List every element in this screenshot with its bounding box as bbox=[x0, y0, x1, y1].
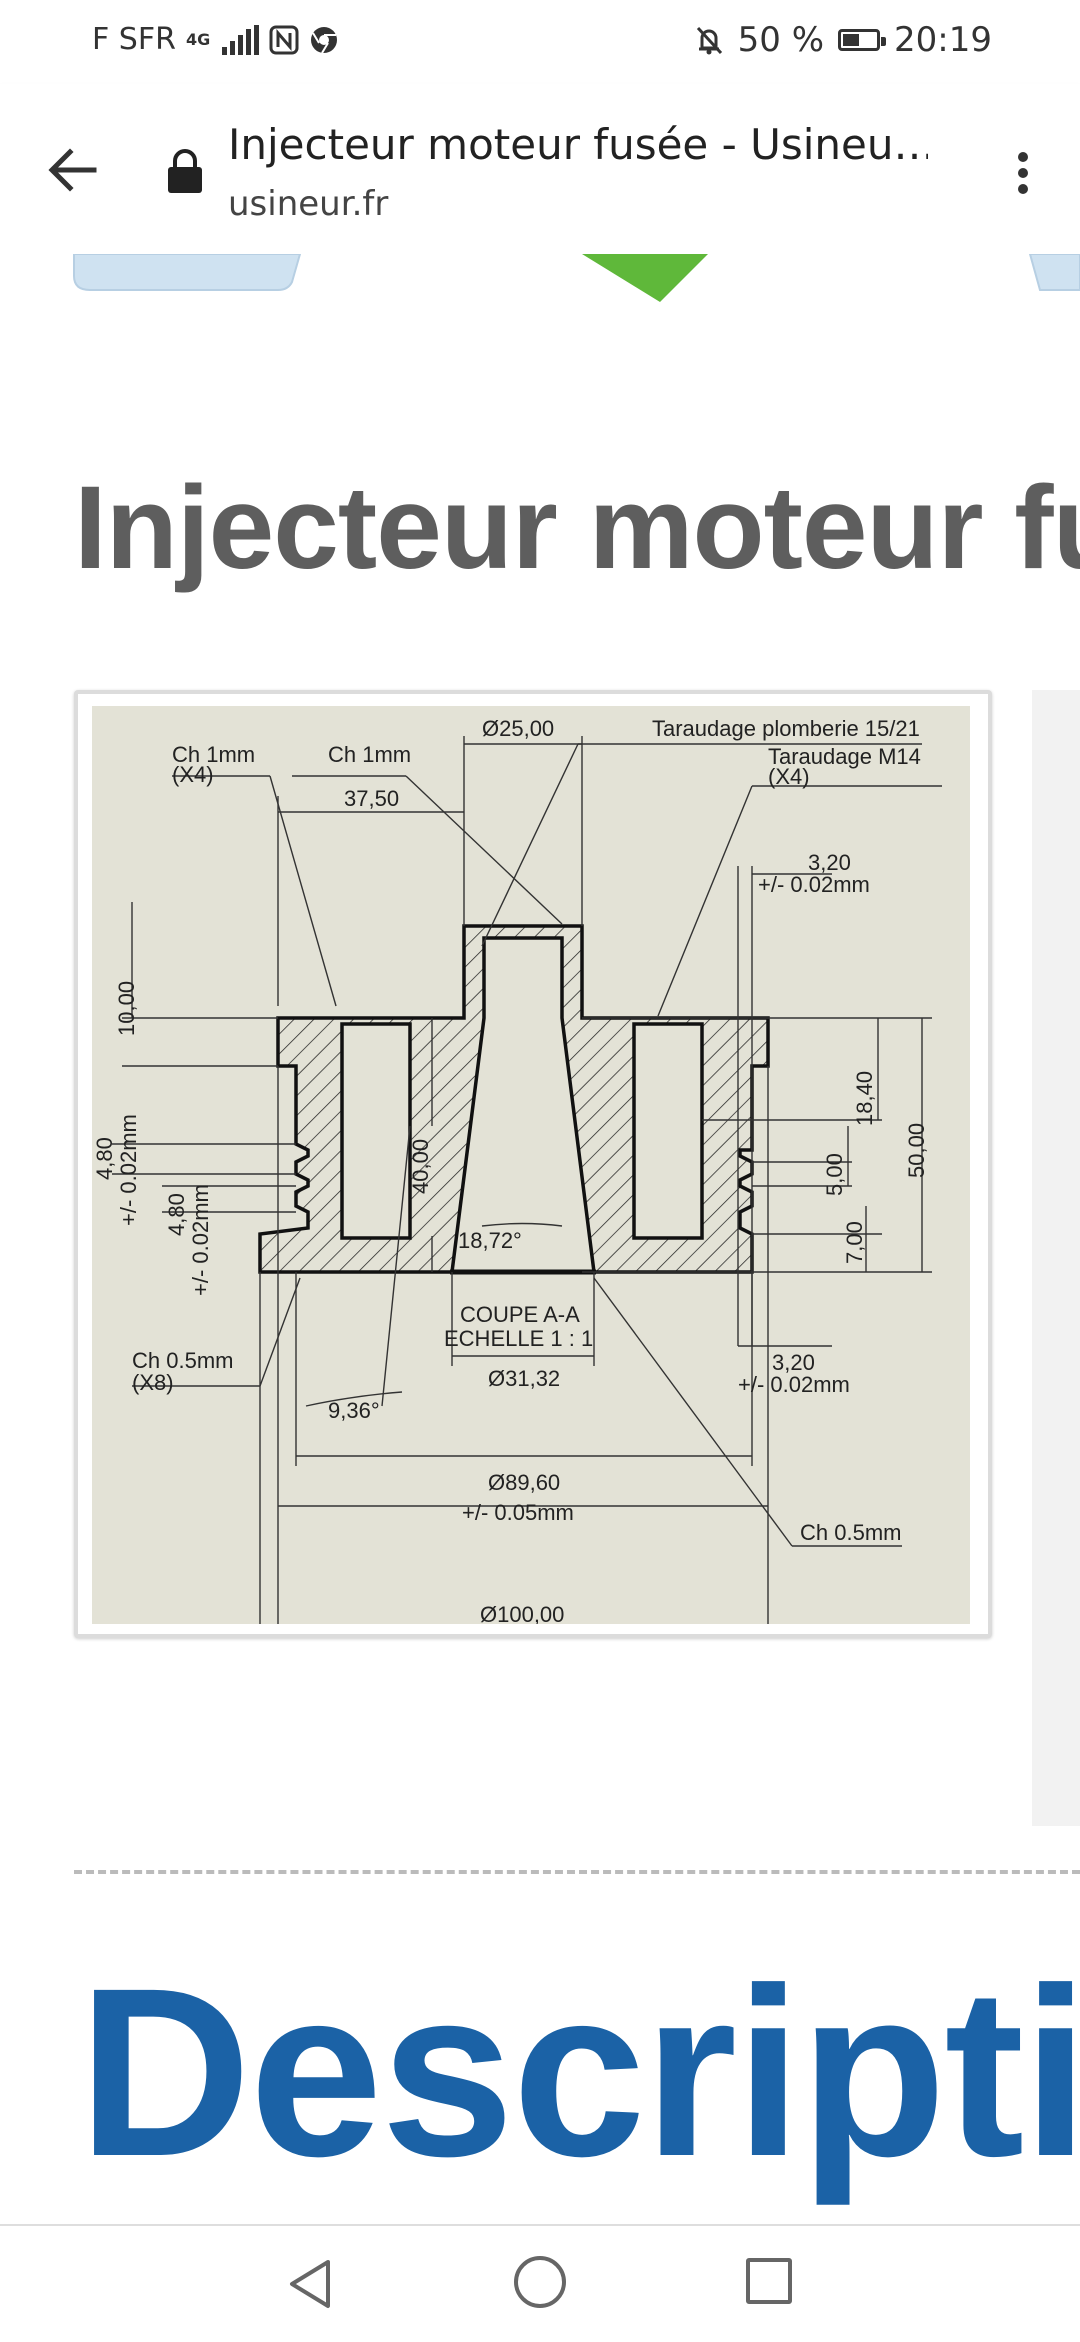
clock: 20:19 bbox=[894, 20, 992, 60]
dimension-lines bbox=[112, 736, 942, 1706]
label-taraudage-m14-x: (X4) bbox=[768, 764, 810, 789]
label-d100: Ø100,00 bbox=[480, 1602, 564, 1624]
page-content: Injecteur moteur fu bbox=[0, 254, 1080, 2224]
page-title[interactable]: Injecteur moteur fusée - Usineu… bbox=[228, 120, 928, 169]
battery-percent: 50 % bbox=[737, 20, 825, 60]
status-right: 50 % 20:19 bbox=[694, 20, 992, 60]
lock-icon[interactable] bbox=[166, 148, 204, 194]
page-url[interactable]: usineur.fr bbox=[228, 184, 389, 224]
label-w320-top: 3,20 bbox=[808, 850, 851, 875]
network-type: 4G bbox=[185, 29, 211, 49]
browser-toolbar: Injecteur moteur fusée - Usineu… usineur… bbox=[0, 84, 1080, 256]
label-h1840: 18,40 bbox=[852, 1071, 877, 1126]
dimension-labels: Ø25,00 Taraudage plomberie 15/21 Ch 1mm … bbox=[92, 716, 929, 1627]
label-coupe: COUPE A-A bbox=[460, 1302, 580, 1327]
label-ch1-left-x: (X4) bbox=[172, 762, 214, 787]
label-tol005: +/- 0.05mm bbox=[462, 1500, 574, 1525]
label-w3750: 37,50 bbox=[344, 786, 399, 811]
label-taraudage-plomberie: Taraudage plomberie 15/21 bbox=[652, 716, 920, 741]
label-tol-top: +/- 0.02mm bbox=[758, 872, 870, 897]
label-ch05-right: Ch 0.5mm bbox=[800, 1520, 901, 1545]
battery-icon bbox=[838, 29, 887, 51]
label-h480b: 4,80 bbox=[164, 1193, 189, 1236]
label-h500: 5,00 bbox=[822, 1153, 847, 1196]
label-h480a: 4,80 bbox=[92, 1137, 117, 1180]
nav-recents-icon[interactable] bbox=[746, 2258, 792, 2304]
label-tol480b: +/- 0.02mm bbox=[188, 1184, 213, 1296]
label-h1000: 10,00 bbox=[114, 981, 139, 1036]
label-d3132: Ø31,32 bbox=[488, 1366, 560, 1391]
section-heading: Descriptio bbox=[78, 1938, 1080, 2206]
back-arrow-icon[interactable] bbox=[40, 138, 104, 202]
technical-drawing: Ø25,00 Taraudage plomberie 15/21 Ch 1mm … bbox=[92, 706, 970, 1706]
label-tol480a: +/- 0.02mm bbox=[116, 1114, 141, 1226]
bell-off-icon bbox=[696, 26, 722, 55]
chrome-icon bbox=[311, 26, 338, 54]
drawing-svg: Ø25,00 Taraudage plomberie 15/21 Ch 1mm … bbox=[92, 716, 942, 1706]
label-h5000: 50,00 bbox=[904, 1123, 929, 1178]
more-vert-icon[interactable] bbox=[992, 140, 1052, 204]
banner-strip bbox=[73, 254, 1080, 302]
label-h4000: 40,00 bbox=[408, 1139, 433, 1194]
label-d25: Ø25,00 bbox=[482, 716, 554, 741]
label-tol-bottom: +/- 0.02mm bbox=[738, 1372, 850, 1397]
label-ch1-mid: Ch 1mm bbox=[328, 742, 411, 767]
part-section bbox=[258, 924, 770, 1275]
nfc-icon bbox=[269, 25, 299, 54]
signal-icon bbox=[222, 24, 260, 55]
label-angle936: 9,36° bbox=[328, 1398, 380, 1423]
label-h700: 7,00 bbox=[842, 1221, 867, 1264]
system-nav-bar bbox=[0, 2224, 1080, 2342]
section-divider bbox=[74, 1870, 1080, 1874]
label-angle1872: 18,72° bbox=[458, 1228, 522, 1253]
label-ch1-left: Ch 1mm bbox=[172, 742, 255, 767]
technical-drawing-frame[interactable]: Ø25,00 Taraudage plomberie 15/21 Ch 1mm … bbox=[74, 690, 992, 1706]
label-echelle: ECHELLE 1 : 1 bbox=[444, 1326, 593, 1351]
status-left: F SFR 4G bbox=[92, 22, 339, 57]
label-taraudage-m14: Taraudage M14 bbox=[768, 744, 921, 769]
side-panel bbox=[1032, 690, 1080, 1826]
label-ch05-left: Ch 0.5mm bbox=[132, 1348, 233, 1373]
label-d8960: Ø89,60 bbox=[488, 1470, 560, 1495]
nav-back-icon[interactable] bbox=[286, 2258, 334, 2310]
status-bar: F SFR 4G 50 % 20:19 bbox=[0, 0, 1080, 84]
carrier-label: F SFR bbox=[92, 22, 176, 57]
article-title: Injecteur moteur fu bbox=[74, 462, 1080, 594]
label-ch05-left-x: (X8) bbox=[132, 1370, 174, 1395]
label-w320-bottom: 3,20 bbox=[772, 1350, 815, 1375]
nav-home-icon[interactable] bbox=[514, 2256, 566, 2308]
